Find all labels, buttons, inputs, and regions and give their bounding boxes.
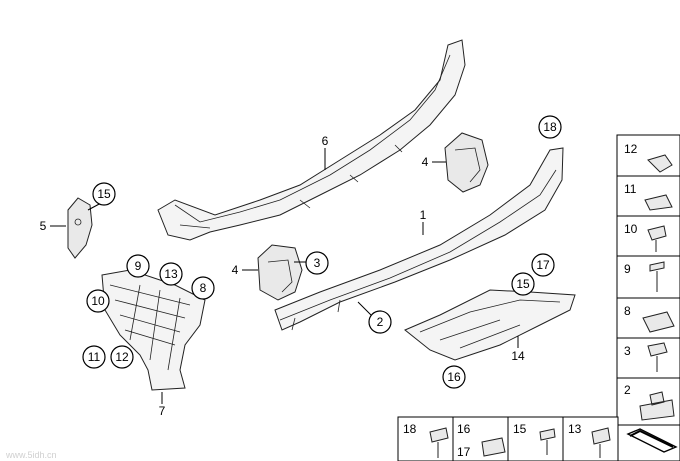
callout-9: 9: [126, 254, 150, 278]
label-2: 2: [377, 315, 384, 329]
lead-lines: [50, 148, 519, 404]
legend-17: 17: [457, 445, 471, 459]
label-9: 9: [135, 259, 142, 273]
corner-arrow-icon: [617, 424, 680, 461]
label-16: 16: [447, 370, 461, 384]
legend-15: 15: [513, 422, 527, 436]
label-1: 1: [420, 208, 427, 222]
callout-8: 8: [191, 276, 215, 300]
part-14-panel: [404, 289, 576, 361]
callout-12-main: 12: [110, 345, 134, 369]
callout-2: 2: [368, 310, 392, 334]
part-4-upper-bracket: [444, 132, 489, 193]
legend-9: 9: [624, 262, 631, 276]
legend-10: 10: [624, 222, 638, 236]
legend-11: 11: [624, 182, 637, 196]
legend-16: 16: [457, 422, 471, 436]
label-8: 8: [200, 281, 207, 295]
part-4-lower-bracket: [257, 244, 303, 301]
label-4-lower: 4: [232, 263, 239, 277]
legend-8: 8: [624, 304, 631, 318]
label-7: 7: [159, 404, 166, 418]
callout-10-main: 10: [86, 289, 110, 313]
legend-3: 3: [624, 344, 631, 358]
callout-3: 3: [305, 251, 329, 275]
part-7-grille: [101, 269, 206, 391]
legend-bottom: 18 16 17 15 13: [397, 416, 619, 461]
label-4-upper: 4: [422, 155, 429, 169]
callout-11-main: 11: [82, 345, 106, 369]
label-3: 3: [314, 256, 321, 270]
legend-18: 18: [403, 422, 417, 436]
label-17: 17: [536, 258, 550, 272]
watermark: www.5idh.cn: [5, 450, 57, 460]
part-5-bracket: [67, 197, 93, 259]
legend-12: 12: [624, 142, 638, 156]
callout-15-b: 15: [511, 272, 535, 296]
label-12: 12: [115, 350, 129, 364]
label-5: 5: [40, 219, 47, 233]
callout-17: 17: [531, 253, 555, 277]
label-15-a: 15: [97, 187, 111, 201]
label-10: 10: [91, 294, 105, 308]
label-14: 14: [511, 349, 525, 363]
part-1-carrier: [274, 147, 564, 331]
callout-16: 16: [442, 365, 466, 389]
legend-2: 2: [624, 383, 631, 397]
label-18: 18: [543, 120, 557, 134]
legend-right: 12 11 10 9 8 3 2: [616, 134, 680, 426]
label-11: 11: [88, 350, 101, 364]
callout-13-main: 13: [159, 262, 183, 286]
label-15-b: 15: [516, 277, 530, 291]
label-13: 13: [164, 267, 178, 281]
label-6: 6: [322, 134, 329, 148]
legend-13: 13: [568, 422, 582, 436]
callout-18: 18: [538, 115, 562, 139]
part-6-bracket: [157, 39, 466, 241]
callout-15-a: 15: [92, 182, 116, 206]
